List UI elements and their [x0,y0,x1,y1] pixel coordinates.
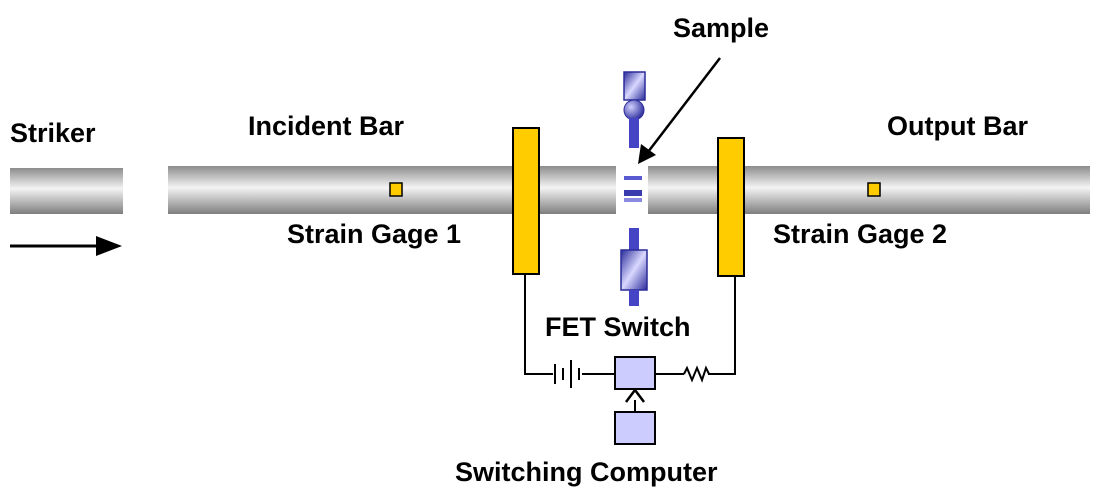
fet-switch-label: FET Switch [545,312,691,342]
right-electrode-plate [717,137,745,277]
battery-icon [554,360,580,388]
strain-gage-2 [867,182,881,197]
strain-gage-1 [389,182,403,197]
upper-electrode [623,71,646,148]
incident-bar-label: Incident Bar [248,111,405,141]
strain-gage-1-label: Strain Gage 1 [287,219,461,249]
striker-bar [10,168,123,214]
left-electrode-plate [512,127,540,275]
switching-computer-label: Switching Computer [455,457,718,487]
lower-electrode [620,228,648,306]
strain-gage-2-label: Strain Gage 2 [773,219,947,249]
striker-label: Striker [10,118,96,148]
sample [624,176,642,202]
control-arrow [625,387,645,412]
fet-switch-box [614,356,656,390]
switching-computer-box [614,411,656,445]
resistor-icon [683,365,710,383]
output-bar-label: Output Bar [887,111,1028,141]
circuit-wire [524,274,736,375]
arrow-right-icon [10,236,122,256]
sample-label: Sample [673,13,769,43]
sample-pointer-arrow [638,57,721,164]
